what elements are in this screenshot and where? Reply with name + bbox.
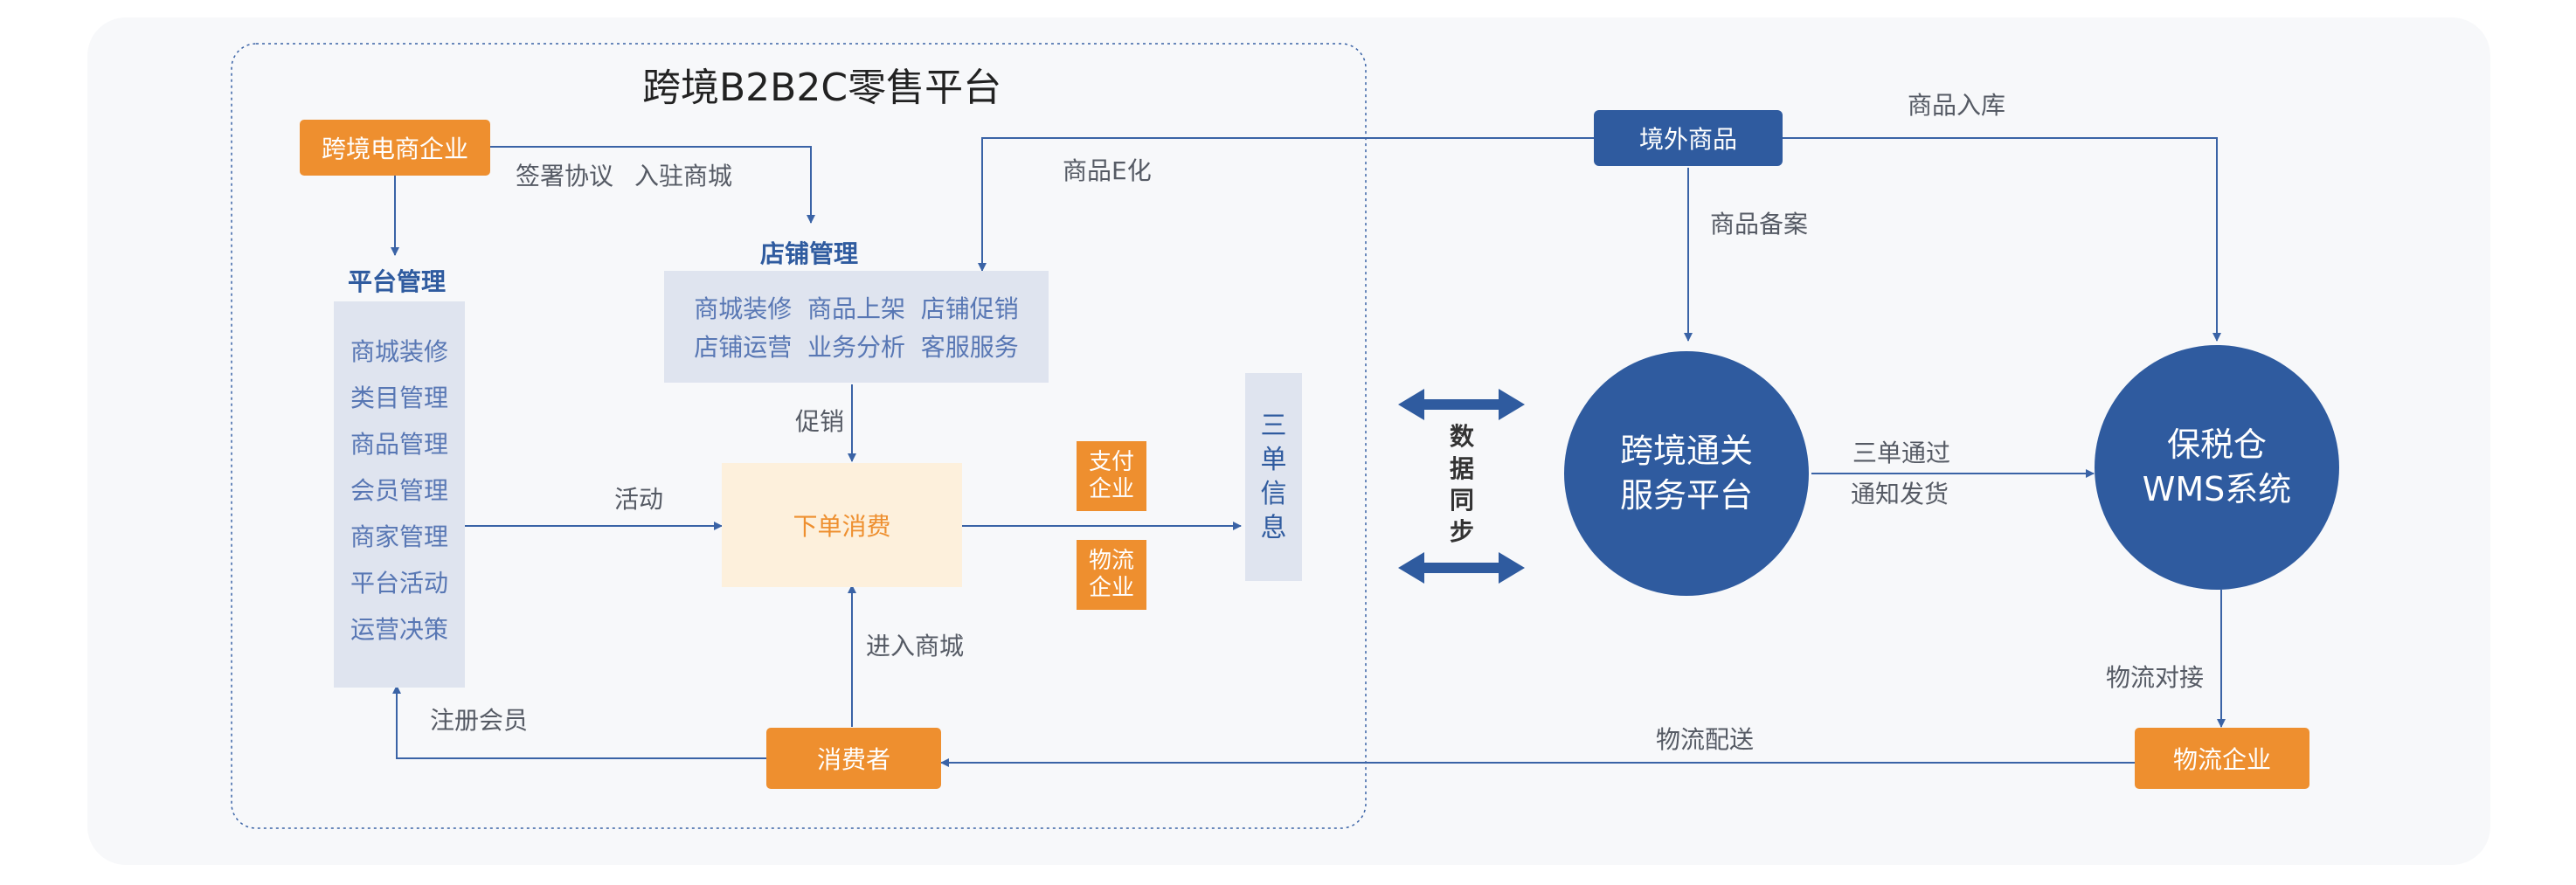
three-docs-char: 三	[1260, 411, 1287, 441]
edge-consumer-to-platform	[392, 685, 766, 759]
data-sync-char: 据	[1449, 453, 1474, 483]
consumer-node: 消费者	[766, 728, 941, 789]
overseas-goods-node: 境外商品	[1594, 110, 1783, 166]
edge-overseas-to-store	[978, 137, 1594, 272]
logistics-small-line: 物流	[1088, 547, 1134, 574]
data-sync-label: 数 据 同 步	[1442, 419, 1482, 550]
three-docs-node: 三 单 信 息	[1245, 373, 1302, 581]
edge-label-notify-ship: 通知发货	[1851, 480, 1949, 508]
edge-label-sign-agreement: 签署协议	[516, 162, 614, 190]
platform-group-boundary	[231, 43, 1367, 829]
three-docs-char: 息	[1260, 513, 1287, 543]
customs-line: 跨境通关	[1619, 431, 1753, 470]
platform-item: 平台活动	[350, 569, 448, 598]
edge-label-enter-store: 进入商城	[866, 632, 965, 660]
platform-item: 运营决策	[350, 615, 448, 644]
platform-item: 商家管理	[350, 522, 448, 551]
order-node: 下单消费	[722, 463, 962, 587]
data-sync-char: 同	[1449, 486, 1474, 515]
data-sync-char: 数	[1449, 422, 1474, 452]
platform-item: 会员管理	[350, 476, 448, 505]
customs-platform-node: 跨境通关 服务平台	[1564, 351, 1809, 596]
sync-arrow-bottom	[1398, 552, 1525, 584]
logistics-company-small-node: 物流 企业	[1077, 540, 1146, 610]
wms-line: WMS系统	[2142, 470, 2292, 508]
sync-arrow-top	[1398, 389, 1525, 420]
edge-label-logistics-dock: 物流对接	[2106, 663, 2205, 692]
bonded-wms-node: 保税仓 WMS系统	[2095, 345, 2339, 590]
logistics-small-line: 企业	[1088, 575, 1134, 601]
platform-item: 商品管理	[350, 430, 448, 459]
payment-line: 支付	[1088, 448, 1134, 475]
edge-enterprise-to-store	[489, 146, 815, 224]
edge-overseas-to-wms	[1783, 137, 2221, 342]
edge-label-register-member: 注册会员	[430, 706, 529, 735]
store-mgmt-row: 商城装修 商品上架 店铺促销	[694, 294, 1019, 323]
logistics-company-node: 物流企业	[2135, 728, 2309, 789]
store-mgmt-panel: 商城装修 商品上架 店铺促销 店铺运营 业务分析 客服服务	[664, 271, 1049, 383]
edge-label-goods-filing: 商品备案	[1710, 210, 1809, 239]
platform-mgmt-panel: 商城装修 类目管理 商品管理 会员管理 商家管理 平台活动 运营决策	[334, 301, 465, 688]
data-sync-char: 步	[1449, 517, 1474, 547]
enterprise-node: 跨境电商企业	[300, 120, 490, 176]
wms-line: 保税仓	[2166, 425, 2267, 464]
platform-item: 类目管理	[350, 384, 448, 412]
platform-item: 商城装修	[350, 337, 448, 366]
edge-label-three-docs-pass: 三单通过	[1852, 439, 1951, 467]
edge-label-goods-e: 商品E化	[1063, 156, 1152, 185]
edge-label-promotion: 促销	[795, 407, 845, 436]
store-mgmt-heading: 店铺管理	[760, 239, 859, 268]
store-mgmt-row: 店铺运营 业务分析 客服服务	[694, 333, 1019, 362]
edge-label-goods-inbound: 商品入库	[1908, 91, 2006, 120]
edge-label-enter-mall: 入驻商城	[634, 162, 733, 190]
payment-line: 企业	[1088, 476, 1134, 502]
three-docs-char: 信	[1260, 479, 1287, 509]
three-docs-char: 单	[1260, 445, 1287, 475]
diagram-title: 跨境B2B2C零售平台	[642, 66, 1002, 110]
customs-line: 服务平台	[1619, 476, 1753, 515]
edge-label-activity: 活动	[614, 485, 664, 514]
payment-company-node: 支付 企业	[1077, 441, 1146, 511]
platform-mgmt-heading: 平台管理	[348, 267, 447, 296]
edge-label-logistics-delivery: 物流配送	[1656, 725, 1755, 754]
